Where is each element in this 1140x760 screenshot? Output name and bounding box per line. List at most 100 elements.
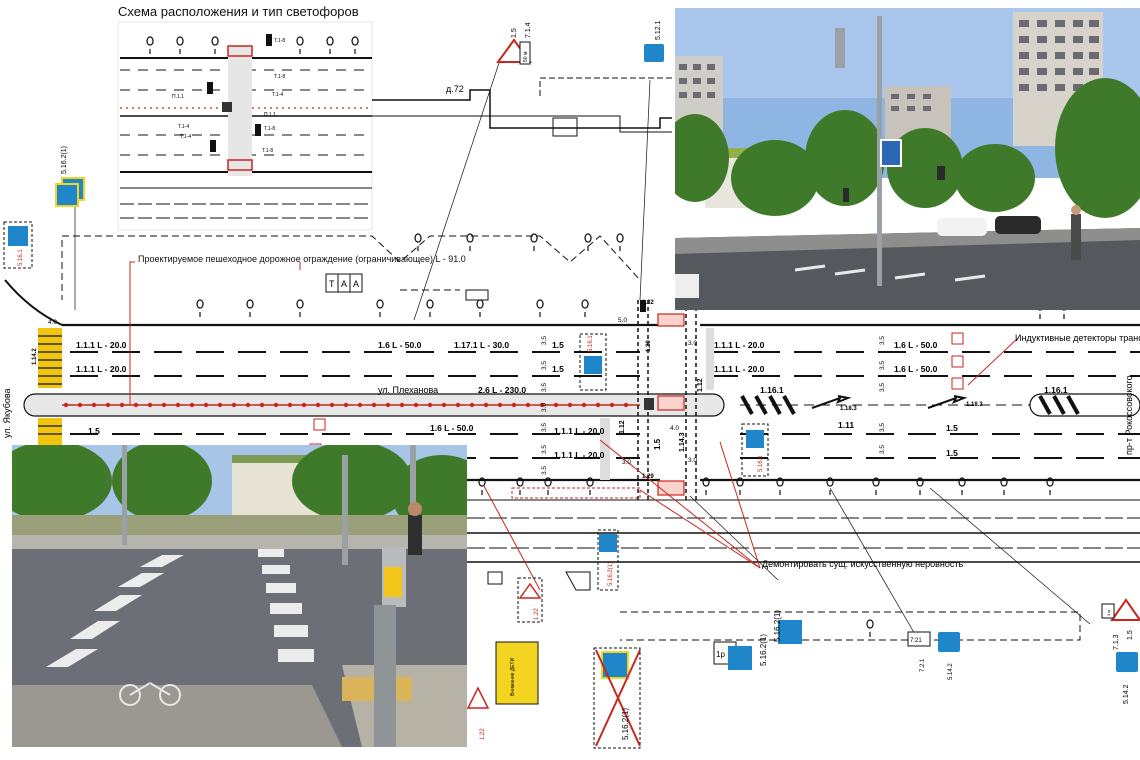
marking-m5: 1.5 [552, 340, 564, 350]
detectors-annotation: Индуктивные детекторы транс [1015, 333, 1140, 343]
fence-post [245, 402, 251, 408]
fence-post [581, 402, 587, 408]
central-crosswalk [600, 300, 714, 500]
tree-icon [211, 36, 219, 54]
yellow-sign-text: Внимание ДЕТИ [510, 657, 516, 696]
inset-signal-scheme: Т.1-8 Т.1-8 Т.1-4 Т.1-4 Т.1-4 Т.1-8 Т.1-… [117, 21, 373, 231]
marking-m30: 1.5 [653, 438, 662, 450]
fence-post [287, 402, 293, 408]
annotation-texts: Проектируемое пешеходное дорожное огражд… [138, 254, 1140, 569]
sign-s15: 5.16.2(1) [773, 610, 782, 642]
tree-icon [872, 477, 880, 495]
marking-m27: 1.32 [642, 300, 654, 306]
fence-post [301, 402, 307, 408]
annotation-lines [129, 261, 1019, 591]
tree-icon [1000, 477, 1008, 495]
fence-post [315, 402, 321, 408]
fence-post [427, 402, 433, 408]
fence-post [469, 402, 475, 408]
dim-7: 3.0 [541, 403, 548, 412]
fence-box-a1: А [341, 279, 347, 289]
fence-post [371, 402, 377, 408]
sign-s16: 5.16.1 [758, 455, 764, 472]
dim-10: 3.5 [879, 336, 886, 345]
dim-18: 3.5 [541, 466, 548, 475]
fence-post [357, 402, 363, 408]
tree-icon [866, 619, 874, 637]
marking-m23: 1.14.2 [32, 348, 38, 365]
dim-13: 3.0 [622, 459, 631, 466]
street-right: пр-т Рокоссовского [1124, 375, 1134, 455]
dim-14: 3.0 [688, 457, 697, 464]
marking-m28: 1.29 [646, 340, 652, 352]
fence-post [385, 402, 391, 408]
fence-post [511, 402, 517, 408]
tree-icon [426, 299, 434, 317]
marking-m1: 1.1.1 L - 20.0 [76, 340, 127, 350]
sign-s2: 5.16.1 [18, 249, 24, 266]
tree-icon [478, 477, 486, 495]
tree-icon [376, 299, 384, 317]
tree-icon [296, 299, 304, 317]
bus-plate: 1р [716, 650, 725, 659]
fence-post [147, 402, 153, 408]
fence-sign-box: Т А А [325, 273, 363, 293]
marking-m24: 1.12 [697, 378, 704, 392]
tree-icon [586, 477, 594, 495]
inset-label-5: Т.1-4 [180, 134, 191, 140]
marking-m3: 1.6 L - 50.0 [378, 340, 422, 350]
tree-icon [476, 299, 484, 317]
sign-s8: 5.16.2(1) [759, 634, 768, 666]
inset-label-1: Т.1-8 [274, 38, 285, 44]
lower-sidewalk [467, 487, 1140, 641]
tree-icon [616, 233, 624, 251]
fence-post [525, 402, 531, 408]
fence-post [497, 402, 503, 408]
fence-post [119, 402, 125, 408]
sign-s7: 5.16.2(1) [608, 562, 614, 586]
fence-post [567, 402, 573, 408]
tree-icon [916, 477, 924, 495]
sign-s10: 7.2.1 [920, 658, 926, 672]
fence-post [595, 402, 601, 408]
inset-label-2: Т.1-8 [274, 74, 285, 80]
tree-icon [516, 477, 524, 495]
fence-post [203, 402, 209, 408]
sign-s5: 5.12.1 [655, 20, 662, 40]
dim-9: 3.5 [541, 445, 548, 454]
fence-post [91, 402, 97, 408]
tree-icon [584, 233, 592, 251]
tree-icon [581, 299, 589, 317]
fence-post [63, 402, 69, 408]
inset-label-8: П.1.1 [172, 94, 184, 100]
fence-box-t: Т [329, 279, 335, 289]
dim-16: 3.5 [879, 423, 886, 432]
marking-m25: 1.12 [619, 420, 626, 434]
marking-m8: 1.6 L - 50.0 [430, 423, 474, 433]
sidewalk-outline [61, 235, 641, 300]
marking-m17: 1.16.1 [1044, 385, 1068, 395]
sign-s17: 1.22 [480, 728, 486, 740]
tree-icon [351, 36, 359, 54]
marking-m15: 1.6 L - 50.0 [894, 364, 938, 374]
street-labels: ул. Якубова ул. Плеханова пр-т Рокоссовс… [2, 375, 1134, 455]
fence-post [329, 402, 335, 408]
traffic-light-symbols [640, 300, 646, 312]
marking-m4: 1.17.1 L - 30.0 [454, 340, 509, 350]
tree-icon [1046, 477, 1054, 495]
fence-post [189, 402, 195, 408]
fence-post [609, 402, 615, 408]
tree-icon [826, 477, 834, 495]
tree-icon [296, 36, 304, 54]
street-main: ул. Плеханова [378, 385, 438, 395]
marking-m16: 1.16.1 [760, 385, 784, 395]
tree-icon [702, 477, 710, 495]
fence-post [133, 402, 139, 408]
tree-icon [246, 299, 254, 317]
road-signs: 5.16.2(1) 5.16.1 1.5 7.1.4 50 м 5.12.1 5… [3, 20, 1140, 749]
dim-11: 3.5 [879, 361, 886, 370]
tree-icon [466, 233, 474, 251]
marking-m2: 1.1.1 L - 20.0 [76, 364, 127, 374]
sign-s14: 1.22 [534, 608, 540, 620]
marking-labels: 1.1.1 L - 20.0 1.1.1 L - 20.0 1.6 L - 50… [32, 300, 1068, 480]
